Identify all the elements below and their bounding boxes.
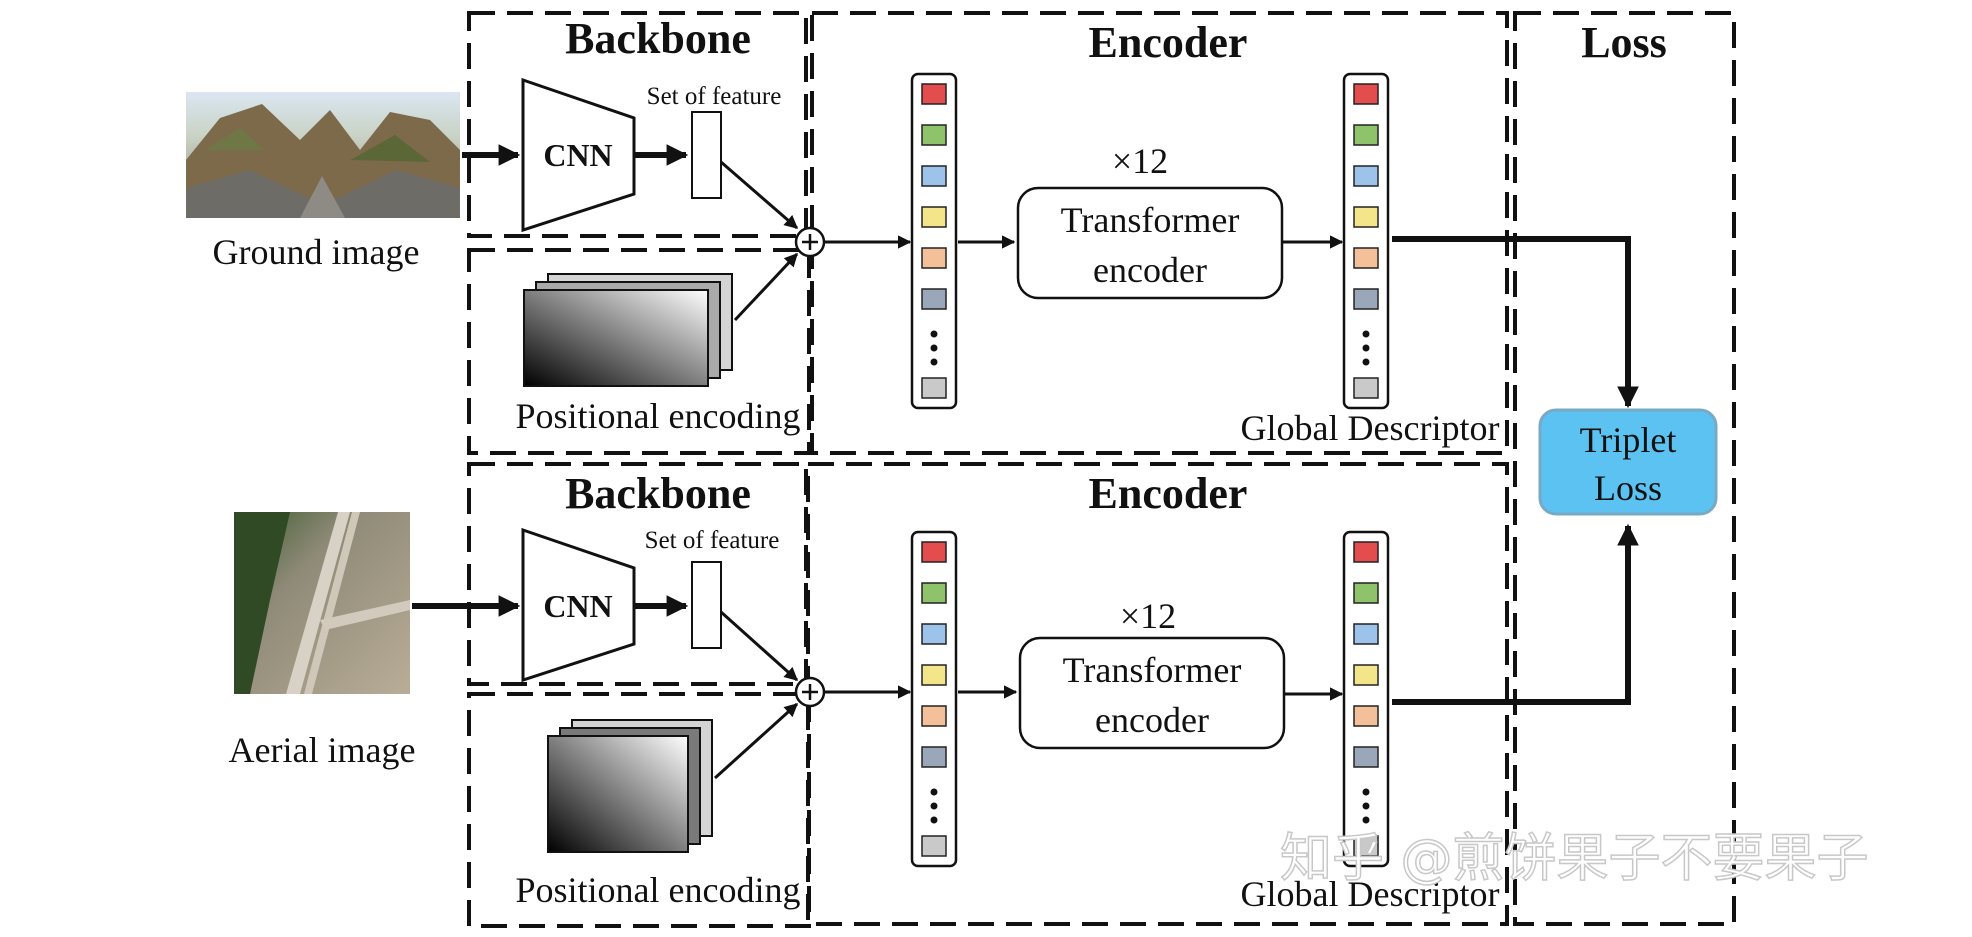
positional-box-bottom: [467, 692, 811, 928]
token-square: [921, 664, 947, 686]
token-column-frame: [1342, 530, 1390, 868]
global-descriptor-top: [1342, 72, 1390, 410]
arrow-pe-to-sum-bottom: [713, 702, 799, 780]
ellipsis-dot: [1362, 788, 1370, 796]
arrow-descriptor-to-loss-bottom: [1392, 523, 1639, 705]
global-descriptor-bottom: [1342, 530, 1390, 868]
loss-title: Loss: [1581, 18, 1667, 67]
token-square: [921, 288, 947, 310]
token-square: [1353, 705, 1379, 727]
token-square: [1353, 746, 1379, 768]
encoder-title-bottom: Encoder: [1089, 469, 1248, 518]
transformer-label-line2-top: encoder: [1093, 250, 1207, 290]
global-descriptor-label-top: Global Descriptor: [1241, 408, 1500, 448]
positional-encoding-label-top: Positional encoding: [516, 396, 801, 436]
cnn-trapezoid-top: [521, 77, 636, 233]
token-square: [1353, 623, 1379, 645]
backbone-title-bottom: Backbone: [565, 469, 751, 518]
feature-map-bottom: [691, 561, 722, 649]
token-square: [921, 746, 947, 768]
repeat-count-top: ×12: [1112, 141, 1168, 181]
aerial-image-label: Aerial image: [229, 730, 416, 770]
token-column-frame: [910, 530, 958, 868]
positional-encoding-stack-bottom: [547, 719, 713, 853]
token-square: [921, 165, 947, 187]
arrow-pe-to-sum-top: [733, 252, 799, 322]
encoder-title-top: Encoder: [1089, 18, 1248, 67]
transformer-label-line1-bottom: Transformer: [1063, 650, 1242, 690]
sum-node-top: [794, 226, 826, 258]
ellipsis-dot: [930, 358, 938, 366]
token-square: [1353, 124, 1379, 146]
ellipsis-dot: [1362, 330, 1370, 338]
set-of-feature-label-bottom: Set of feature: [645, 527, 780, 554]
backbone-box-bottom: [467, 462, 808, 686]
ellipsis-dot: [1362, 358, 1370, 366]
ellipsis-dot: [930, 816, 938, 824]
arrow-descriptor-to-loss-top: [1392, 236, 1639, 409]
token-square: [1353, 377, 1379, 399]
positional-encoding-stack-top: [523, 273, 733, 387]
watermark: 知乎 @煎饼果子不要果子: [1280, 829, 1869, 889]
encoder-box-bottom: [806, 462, 1509, 926]
ground-image: [186, 92, 460, 218]
token-square: [1353, 582, 1379, 604]
ellipsis-dot: [930, 802, 938, 810]
aerial-image: [234, 512, 410, 694]
positional-box-top: [467, 248, 811, 455]
positional-encoding-label-bottom: Positional encoding: [516, 870, 801, 910]
token-square: [921, 582, 947, 604]
global-descriptor-label-bottom: Global Descriptor: [1241, 874, 1500, 914]
loss-box: [1513, 11, 1736, 926]
token-square: [1353, 83, 1379, 105]
ellipsis-dot: [930, 330, 938, 338]
encoder-box-top: [810, 11, 1509, 455]
feature-map-top: [691, 111, 722, 199]
cnn-label-top: CNN: [543, 137, 612, 173]
token-square: [921, 206, 947, 228]
token-square: [1353, 835, 1379, 857]
token-square: [921, 124, 947, 146]
ellipsis-dot: [1362, 816, 1370, 824]
transformer-label-line1-top: Transformer: [1061, 200, 1240, 240]
token-column-frame: [910, 72, 958, 410]
sum-node-bottom: [794, 676, 826, 708]
triplet-loss-box: [1538, 408, 1718, 516]
token-square: [921, 247, 947, 269]
triplet-loss-label-line2: Loss: [1594, 468, 1662, 508]
token-square: [1353, 288, 1379, 310]
token-square: [921, 83, 947, 105]
set-of-feature-label-top: Set of feature: [647, 83, 782, 110]
triplet-loss-label-line1: Triplet: [1580, 420, 1677, 460]
token-column-frame: [1342, 72, 1390, 410]
token-square: [921, 705, 947, 727]
backbone-title-top: Backbone: [565, 14, 751, 63]
token-square: [921, 377, 947, 399]
token-square: [921, 623, 947, 645]
token-square: [921, 835, 947, 857]
cnn-trapezoid-bottom: [521, 527, 636, 683]
ground-image-label: Ground image: [213, 232, 420, 272]
cnn-label-bottom: CNN: [543, 588, 612, 624]
repeat-count-bottom: ×12: [1120, 596, 1176, 636]
token-square: [1353, 664, 1379, 686]
arrow-feature-to-sum-top: [720, 160, 799, 230]
transformer-label-line2-bottom: encoder: [1095, 700, 1209, 740]
arrow-feature-to-sum-bottom: [719, 610, 799, 682]
ellipsis-dot: [1362, 344, 1370, 352]
token-square: [1353, 247, 1379, 269]
ellipsis-dot: [930, 344, 938, 352]
token-square: [921, 541, 947, 563]
backbone-box-top: [467, 11, 808, 238]
ellipsis-dot: [930, 788, 938, 796]
token-square: [1353, 165, 1379, 187]
token-sequence-input-top: [910, 72, 958, 410]
token-sequence-input-bottom: [910, 530, 958, 868]
ellipsis-dot: [1362, 802, 1370, 810]
token-square: [1353, 206, 1379, 228]
token-square: [1353, 541, 1379, 563]
